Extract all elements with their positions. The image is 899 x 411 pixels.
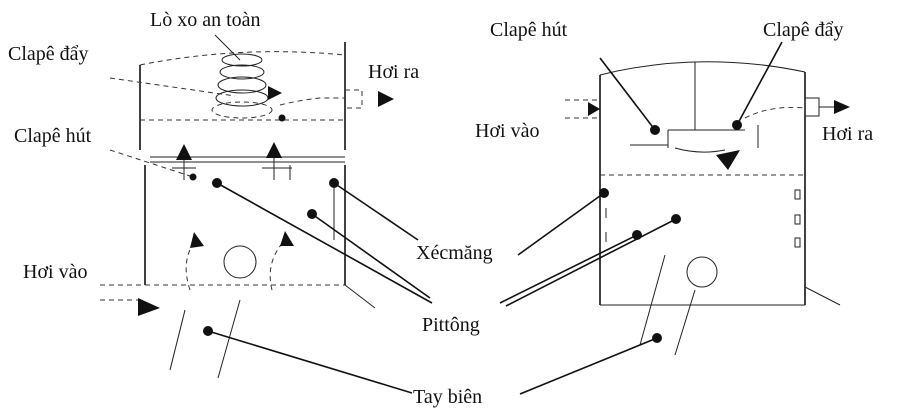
right-discharge-path — [744, 107, 806, 119]
left-discharge-arrow — [268, 86, 282, 100]
left-compressor — [100, 42, 394, 379]
left-wrist-pin — [223, 245, 257, 279]
right-wrist-pin — [686, 256, 718, 288]
labels: Lò xo an toàn Clapê đẩy Hơi ra Clapê hút… — [8, 9, 873, 408]
leader-xecmang-right — [517, 192, 605, 256]
right-rod-2 — [674, 289, 696, 356]
leader-clape-hut-right — [599, 57, 656, 131]
label-lo-xo-an-toan: Lò xo an toàn — [150, 9, 261, 31]
right-flow-arrow — [716, 150, 740, 170]
left-flow-arrow-2 — [280, 231, 294, 246]
label-hoi-ra-left: Hơi ra — [368, 61, 419, 83]
label-pittong: Pittông — [422, 314, 480, 336]
left-safety-spring — [211, 53, 273, 119]
leader-lo-xo — [214, 34, 241, 61]
left-head-top — [139, 51, 346, 66]
right-crank-line — [804, 286, 841, 306]
label-hoi-vao-right: Hơi vào — [475, 120, 539, 142]
leader-pittong-left-1 — [216, 182, 433, 304]
label-clape-hut-left: Clapê hút — [14, 125, 92, 147]
leader-clape-day-right — [736, 41, 783, 126]
label-hoi-vao-left: Hơi vào — [23, 261, 87, 283]
label-clape-hut-right: Clapê hút — [490, 19, 568, 41]
right-piston-rings — [605, 189, 801, 248]
leader-pittong-right-2 — [499, 234, 638, 304]
left-inlet-arrow — [138, 298, 160, 316]
right-outlet-port — [804, 97, 820, 117]
leader-clape-hut-left — [109, 149, 191, 177]
left-crank-line — [344, 284, 376, 309]
left-rod-2 — [217, 299, 241, 379]
left-flow-2 — [269, 239, 286, 291]
left-outlet-port — [345, 89, 363, 109]
right-flow-curve — [674, 147, 726, 153]
leader-clape-day-left — [109, 77, 236, 97]
left-discharge-channel — [279, 97, 345, 106]
label-xecmang: Xécmăng — [416, 242, 493, 264]
leader-xecmang-left — [333, 182, 419, 241]
label-tay-bien: Tay biên — [413, 386, 482, 408]
leader-tay-bien-left — [207, 330, 413, 394]
label-clape-day-left: Clapê đẩy — [8, 43, 89, 65]
right-inlet-arrow — [588, 102, 600, 116]
leader-pittong-left-2 — [311, 213, 431, 299]
leader-pittong-right-1 — [505, 218, 677, 307]
left-flow-arrow-1 — [190, 232, 204, 248]
left-suction-valves — [172, 142, 292, 180]
right-compressor — [565, 61, 850, 356]
leader-lines — [109, 34, 783, 395]
right-outlet-arrow — [834, 100, 850, 114]
label-hoi-ra-right: Hơi ra — [822, 123, 873, 145]
right-head-top — [599, 61, 806, 76]
right-rod-1 — [639, 254, 666, 346]
right-inlet-port — [565, 99, 600, 119]
label-clape-day-right: Clapê đẩy — [763, 19, 844, 41]
leader-tay-bien-right — [519, 337, 658, 395]
left-outlet-arrow — [378, 91, 394, 107]
left-rod-1 — [169, 309, 186, 371]
